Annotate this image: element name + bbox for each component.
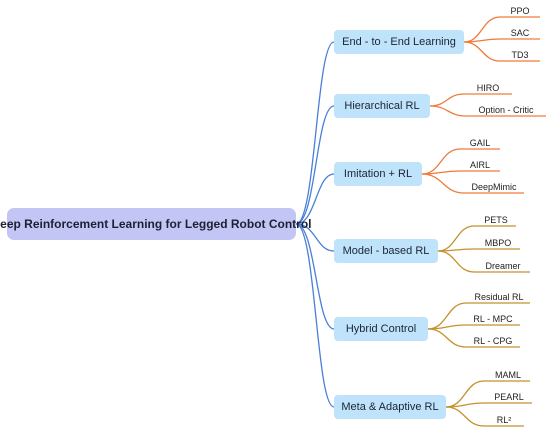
leaf-link [437,225,516,252]
branch-node-hybrid: Hybrid Control [334,317,428,341]
branch-node-model-based: Model - based RL [334,239,438,263]
leaf-link [463,41,540,62]
leaf-airl: AIRL [469,160,490,170]
branch-link [295,223,335,330]
leaf-rl-cpg: RL - CPG [473,336,513,346]
leaf-hiro: HIRO [476,83,500,93]
leaf-link [429,105,546,117]
leaf-sac: SAC [510,28,530,38]
leaf-link [437,248,520,252]
leaf-residual-rl: Residual RL [474,292,524,302]
leaf-link [429,93,512,107]
leaf-link [427,324,520,330]
root-node: Deep Reinforcement Learning for Legged R… [0,208,312,240]
branch-node-hierarchical: Hierarchical RL [334,94,430,118]
leaf-maml: MAML [494,370,521,380]
leaf-link [463,38,540,43]
leaf-rl-mpc: RL - MPC [473,314,513,324]
leaf-link [421,148,500,175]
leaf-link [427,328,520,348]
leaf-link [445,406,524,427]
leaf-link [445,402,532,408]
leaf-link [463,16,540,43]
branch-node-imitation: Imitation + RL [334,162,422,186]
branch-link [295,105,335,225]
leaf-td3: TD3 [511,50,529,60]
leaf-gail: GAIL [469,138,491,148]
leaf-mbpo: MBPO [484,238,512,248]
branch-link [295,223,335,408]
leaf-link [445,380,530,408]
branch-node-meta-adaptive: Meta & Adaptive RL [334,395,446,419]
leaf-link [421,173,524,194]
leaf-rl-squared: RL² [496,415,512,425]
leaf-link [437,250,530,273]
leaf-link [427,302,530,330]
leaf-deepmimic: DeepMimic [471,182,517,192]
leaf-dreamer: Dreamer [485,261,521,271]
leaf-ppo: PPO [510,6,530,16]
branch-link [295,223,335,252]
leaf-pearl: PEARL [494,392,524,402]
branch-link [295,41,335,225]
leaf-option-critic: Option - Critic [478,105,534,115]
branch-link [295,173,335,225]
leaf-pets: PETS [484,215,508,225]
branch-node-end-to-end: End - to - End Learning [334,30,464,54]
